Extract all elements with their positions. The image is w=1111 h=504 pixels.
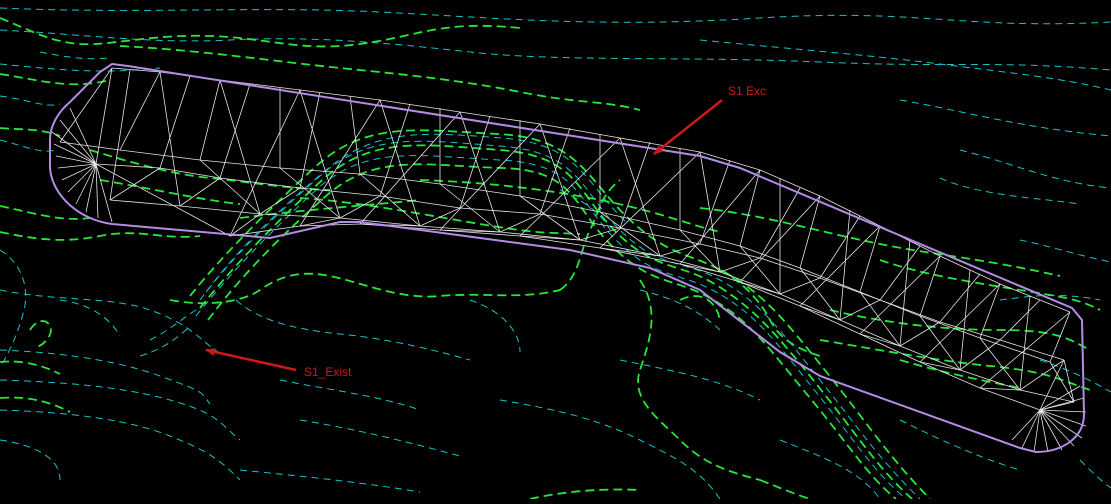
existing-contours <box>0 7 1111 500</box>
exist-label: S1_Exist <box>304 365 352 379</box>
exc-leader-arrow <box>653 99 723 155</box>
exist-leader-arrow <box>205 348 297 372</box>
tin-triangulation <box>51 67 1087 453</box>
excavation-boundary <box>49 62 1086 454</box>
major-contours <box>0 17 1101 500</box>
exc-label: S1 Exc <box>728 84 766 98</box>
